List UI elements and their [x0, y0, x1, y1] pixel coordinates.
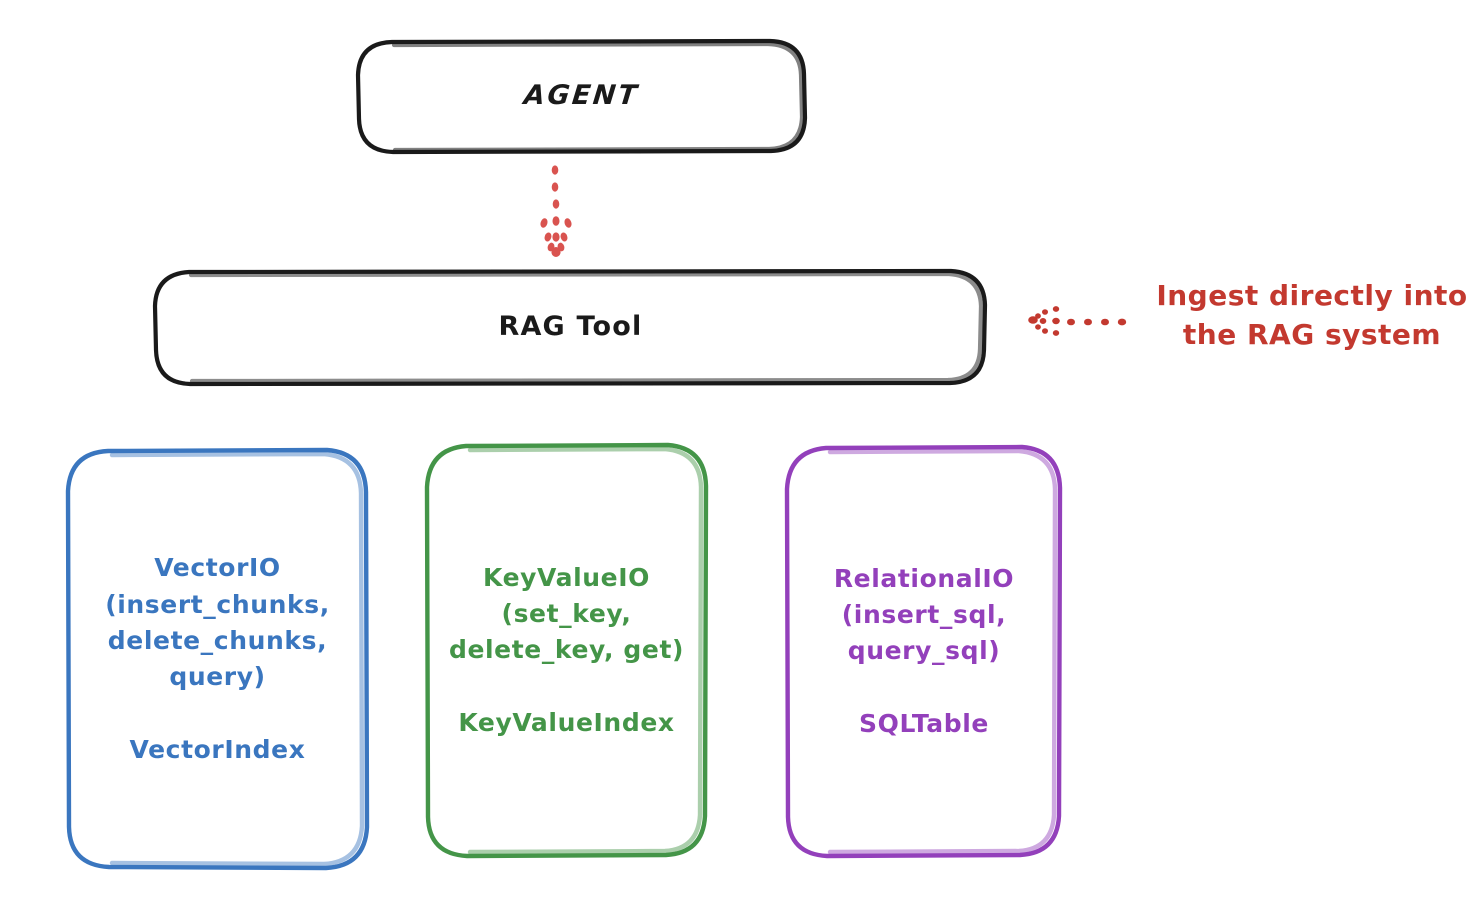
key-value-io-box[interactable]: KeyValueIO (set_key, delete_key, get) Ke…	[427, 445, 706, 856]
rag-tool-label: RAG Tool	[498, 311, 643, 343]
agent-to-rag-tool-arrow	[540, 165, 572, 257]
agent-box[interactable]: AGENT	[358, 40, 806, 153]
vector-io-box[interactable]: VectorIO (insert_chunks, delete_chunks, …	[68, 449, 367, 869]
rag-tool-box[interactable]: RAG Tool	[155, 271, 986, 384]
ingest-to-rag-tool-arrow	[1028, 306, 1127, 336]
ingest-annotation-text: Ingest directly into the RAG system	[1156, 279, 1468, 351]
agent-label: AGENT	[522, 80, 642, 112]
key-value-io-label: KeyValueIO (set_key, delete_key, get) Ke…	[448, 562, 685, 737]
vector-io-label: VectorIO (insert_chunks, delete_chunks, …	[105, 553, 330, 764]
relational-io-label: RelationalIO (insert_sql, query_sql) SQL…	[833, 563, 1015, 738]
relational-io-box[interactable]: RelationalIO (insert_sql, query_sql) SQL…	[788, 447, 1060, 856]
